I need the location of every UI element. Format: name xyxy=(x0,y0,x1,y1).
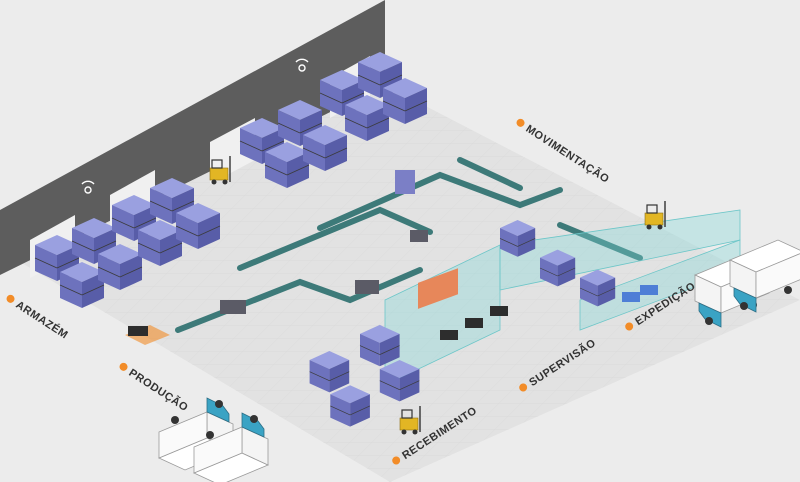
agv-robot xyxy=(125,325,170,345)
back-wall xyxy=(0,0,385,275)
svg-text:ARMAZÉM: ARMAZÉM xyxy=(13,298,70,341)
production-machines xyxy=(220,170,428,314)
wifi-icon xyxy=(81,58,309,194)
zone-label-armazem: ARMAZÉM xyxy=(6,294,71,342)
pallets xyxy=(622,285,658,302)
supervision-desks xyxy=(440,306,508,340)
trucks-receiving xyxy=(158,397,269,482)
svg-text:PRODUÇÃO: PRODUÇÃO xyxy=(126,366,190,414)
supervision-screen xyxy=(418,268,458,309)
zone-label-producao: PRODUÇÃO xyxy=(119,362,191,414)
